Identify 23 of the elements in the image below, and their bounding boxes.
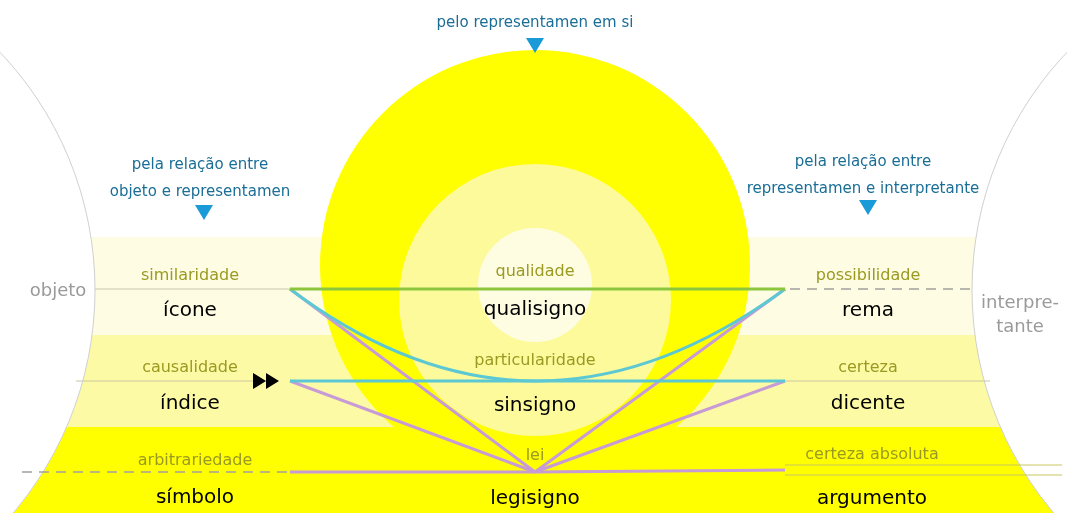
- sign-class-name: qualisigno: [482, 295, 588, 321]
- category-heading: certeza: [837, 356, 899, 378]
- sign-class-name: ícone: [162, 296, 218, 322]
- category-heading: particularidade: [473, 349, 597, 371]
- category-heading: certeza absoluta: [804, 443, 940, 465]
- category-heading: arbitrariedade: [136, 449, 254, 471]
- sign-class-name: índice: [159, 389, 221, 415]
- category-heading: similaridade: [139, 264, 240, 286]
- category-heading: lei: [524, 444, 546, 466]
- section-heading: pelo representamen em si: [435, 12, 635, 33]
- sign-class-name: dicente: [829, 389, 907, 415]
- sign-class-name: rema: [841, 296, 895, 322]
- sign-class-name: argumento: [815, 484, 928, 510]
- sign-class-name: símbolo: [154, 483, 236, 509]
- circle-label: interpre- tante: [976, 290, 1064, 338]
- category-heading: causalidade: [141, 356, 239, 378]
- section-heading: pela relação entre objeto e representamen: [108, 154, 292, 202]
- category-heading: possibilidade: [814, 264, 922, 286]
- section-heading: pela relação entre representamen e interpretante: [745, 151, 981, 199]
- sign-class-name: sinsigno: [492, 391, 578, 417]
- sign-class-name: legisigno: [489, 484, 581, 510]
- category-heading: qualidade: [494, 260, 576, 282]
- circle-label: objeto: [13, 278, 103, 302]
